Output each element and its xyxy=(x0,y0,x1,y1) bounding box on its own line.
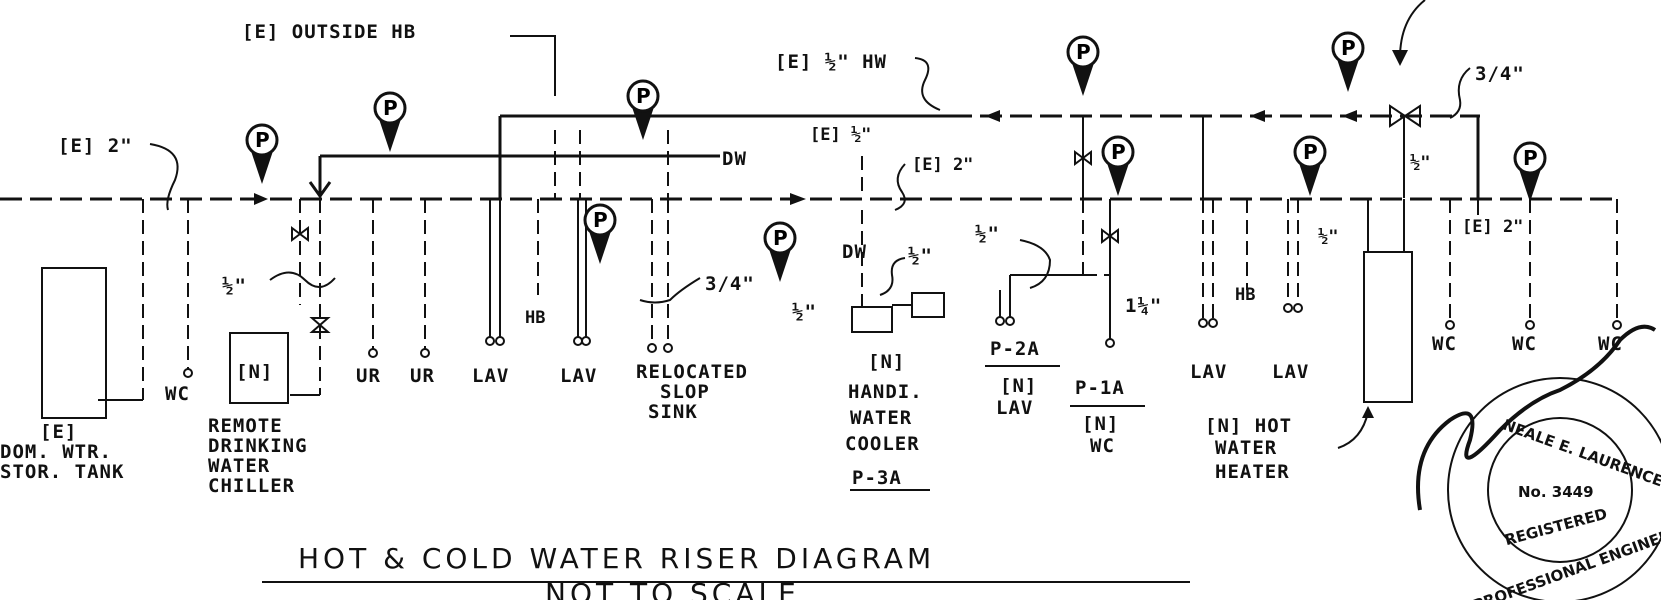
hwh-label-2: WATER xyxy=(1215,437,1277,459)
p1a-tag: P-1A xyxy=(1075,377,1125,399)
fixture-ur-1: UR xyxy=(356,365,381,387)
hwh-label-1: [N] HOT xyxy=(1205,415,1292,437)
plumbing-tag-letter: P xyxy=(593,208,608,232)
label-half-p2a: ½" xyxy=(975,223,1000,245)
plumbing-tag-balloon: P xyxy=(1293,135,1327,196)
plumbing-tag-balloon: P xyxy=(1066,35,1100,96)
label-existing-2-right: [E] 2" xyxy=(1462,217,1523,237)
diagram-subtitle: NOT TO SCALE xyxy=(545,577,800,600)
diagram-title: HOT & COLD WATER RISER DIAGRAM xyxy=(298,542,935,575)
plumbing-tag-letter: P xyxy=(1341,36,1356,60)
label-hb-left: HB xyxy=(525,308,545,328)
label-existing-2-mid: [E] 2" xyxy=(912,155,973,175)
valve-symbols xyxy=(291,104,1421,333)
plumbing-tag-balloon: P xyxy=(245,123,279,184)
plumbing-tag-balloon: P xyxy=(626,79,660,140)
fixture-stubs xyxy=(183,303,1622,378)
fixture-wc-left: WC xyxy=(165,383,190,405)
p1a-label-1: [N] xyxy=(1082,413,1119,435)
plumbing-tag-balloon: P xyxy=(1331,31,1365,92)
cooler-tag: P-3A xyxy=(852,467,902,489)
engineer-seal: NEALE E. LAURENCE No. 3449 REGISTERED PR… xyxy=(1416,324,1661,600)
hwh-label-3: HEATER xyxy=(1215,461,1290,483)
plumbing-tag-balloon: P xyxy=(763,221,797,282)
fixture-ur-2: UR xyxy=(410,365,435,387)
chiller-label-3: WATER xyxy=(208,455,270,477)
chiller-label-4: CHILLER xyxy=(208,475,295,497)
fixture-lav-3: LAV xyxy=(1190,361,1227,383)
tank-label-1: [E] xyxy=(40,421,77,443)
plumbing-tag-letter: P xyxy=(773,226,788,250)
seal-status: REGISTERED xyxy=(1503,505,1609,550)
chiller-label-1: REMOTE xyxy=(208,415,283,437)
label-half-right: ½" xyxy=(1410,153,1430,173)
pointer-arrow xyxy=(1399,0,1426,59)
label-hb-right: HB xyxy=(1235,285,1255,305)
plumbing-tag-balloon: P xyxy=(583,203,617,264)
cooler-label-3: WATER xyxy=(850,407,912,429)
label-half-hwh: ½" xyxy=(1318,227,1338,247)
label-existing-half: [E] ½" xyxy=(810,125,871,145)
plumbing-tag-balloon: P xyxy=(1513,141,1547,202)
plumbing-tag-letter: P xyxy=(1076,40,1091,64)
fixture-labels: WC UR UR LAV LAV LAV LAV WC WC WC xyxy=(165,333,1623,405)
plumbing-tag-letter: P xyxy=(383,96,398,120)
plumbing-tags: P P P P P P P P P P xyxy=(245,31,1547,282)
label-half-cooler-left: ½" xyxy=(792,301,817,323)
fixture-wc-1: WC xyxy=(1432,333,1457,355)
cooler-label-2: HANDI. xyxy=(848,381,923,403)
sink-label-3: SINK xyxy=(648,401,698,423)
label-existing-half-hw: [E] ½" HW xyxy=(775,51,887,73)
plumbing-tag-letter: P xyxy=(1523,146,1538,170)
label-half-left: ½" xyxy=(222,275,247,297)
engineer-signature xyxy=(1416,324,1657,511)
label-existing-2-left: [E] 2" xyxy=(58,135,133,157)
fixture-lav-4: LAV xyxy=(1272,361,1309,383)
hot-water-return-line xyxy=(308,154,720,199)
hot-water-supply-line xyxy=(498,110,1480,198)
tank-label-2: DOM. WTR. xyxy=(0,441,112,463)
chiller-new-tag: [N] xyxy=(236,361,273,383)
main-cold-water-line xyxy=(0,193,1620,205)
cooler-label-1: [N] xyxy=(868,351,905,373)
sink-label-2: SLOP xyxy=(660,381,710,403)
chiller-body xyxy=(229,332,289,404)
label-existing-outside-hb: [E] OUTSIDE HB xyxy=(242,21,416,43)
plumbing-tag-balloon: P xyxy=(373,91,407,152)
storage-tank-body xyxy=(41,267,107,419)
label-three-quarter-top: 3/4" xyxy=(1475,63,1525,85)
label-dw-top: DW xyxy=(722,148,747,170)
plumbing-tag-balloon: P xyxy=(1101,135,1135,196)
label-dw-mid: DW xyxy=(842,241,867,263)
p2a-label-1: [N] xyxy=(1000,375,1037,397)
seal-number: No. 3449 xyxy=(1518,483,1594,501)
chiller-label-2: DRINKING xyxy=(208,435,308,457)
label-half-cooler-top: ½" xyxy=(908,245,933,267)
plumbing-tag-letter: P xyxy=(1303,140,1318,164)
p2a-label-2: LAV xyxy=(996,397,1033,419)
pipe-labels: [E] OUTSIDE HB [E] ½" HW 3/4" [E] 2" ½" … xyxy=(58,21,1525,328)
tank-label-3: STOR. TANK xyxy=(0,461,124,483)
equipment-labels: [E] DOM. WTR. STOR. TANK REMOTE DRINKING… xyxy=(0,338,1374,497)
label-three-quarter-mid: 3/4" xyxy=(705,273,755,295)
seal-name: NEALE E. LAURENCE xyxy=(1500,416,1661,491)
fixture-wc-2: WC xyxy=(1512,333,1537,355)
plumbing-tag-letter: P xyxy=(1111,140,1126,164)
label-one-quarter: 1¼" xyxy=(1125,295,1162,317)
fixture-lav-1: LAV xyxy=(472,365,509,387)
p1a-label-2: WC xyxy=(1090,435,1115,457)
plumbing-tag-letter: P xyxy=(255,128,270,152)
fixture-wc-3: WC xyxy=(1598,333,1623,355)
branch-risers xyxy=(98,116,1618,403)
sink-label-1: RELOCATED xyxy=(636,361,748,383)
cooler-label-4: COOLER xyxy=(845,433,920,455)
p2a-tag: P-2A xyxy=(990,338,1040,360)
fixture-lav-2: LAV xyxy=(560,365,597,387)
plumbing-tag-letter: P xyxy=(636,84,651,108)
